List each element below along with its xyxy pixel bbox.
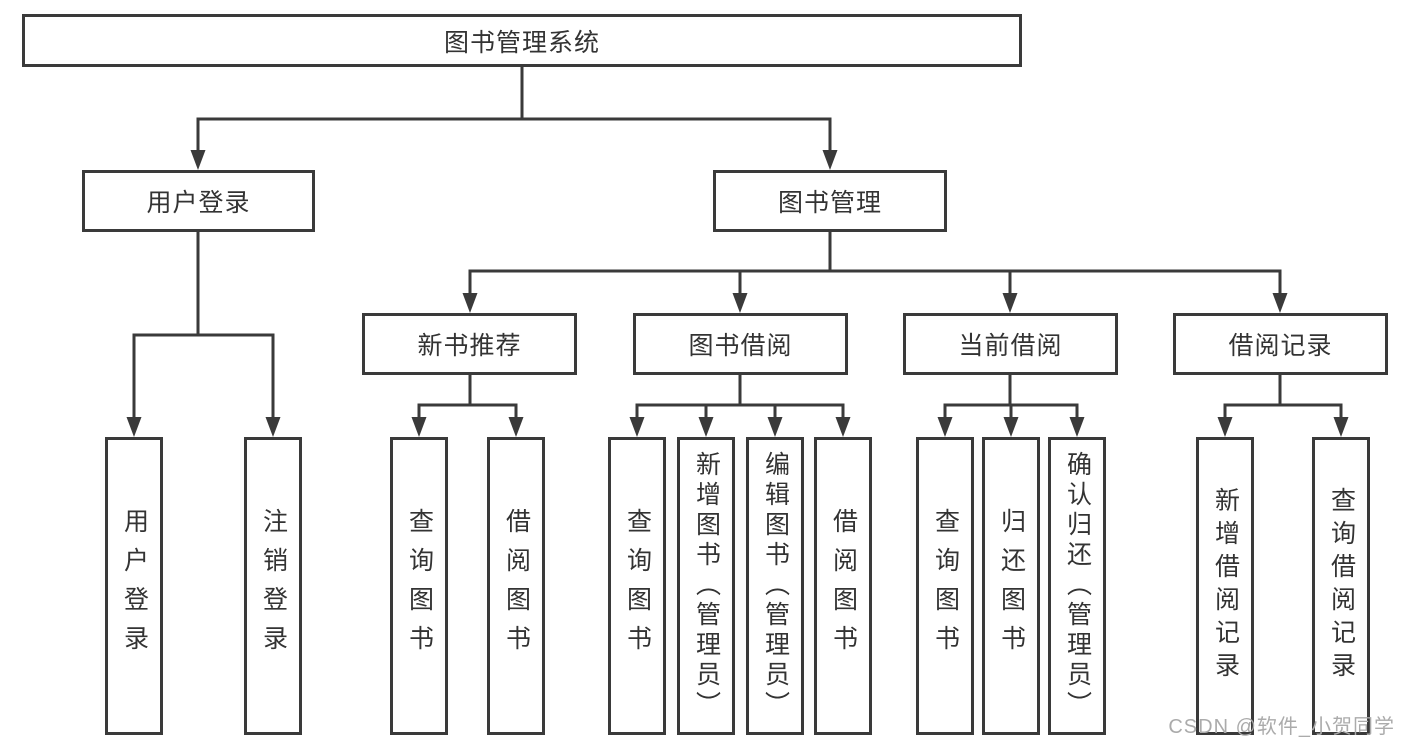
node-label: 归还图书	[997, 508, 1026, 664]
node-label: 用户登录	[120, 508, 149, 664]
node-label: 图书管理系统	[443, 28, 600, 57]
leaf-current-return-books: 归还图书	[982, 437, 1040, 735]
leaf-current-confirm-return-admin: 确认归还（管理员）	[1048, 437, 1106, 735]
node-label: 查询图书	[623, 508, 652, 664]
node-book-borrowing: 图书借阅	[633, 313, 848, 375]
node-label: 用户登录	[146, 189, 251, 217]
node-label: 新增图书（管理员）	[692, 451, 721, 721]
arrowhead-icons	[126, 150, 1349, 437]
leaf-recommend-query-books: 查询图书	[390, 437, 448, 735]
node-label: 查询图书	[931, 508, 960, 664]
leaf-records-query-record: 查询借阅记录	[1312, 437, 1370, 735]
node-book-management: 图书管理	[713, 170, 947, 232]
leaf-user-login: 用户登录	[105, 437, 163, 735]
node-label: 图书借阅	[688, 332, 793, 360]
leaf-records-add-record: 新增借阅记录	[1196, 437, 1254, 735]
node-root: 图书管理系统	[22, 14, 1022, 67]
node-label: 图书管理	[777, 189, 882, 217]
node-new-book-recommendation: 新书推荐	[362, 313, 577, 375]
node-user-login: 用户登录	[82, 170, 315, 232]
node-label: 借阅图书	[829, 508, 858, 664]
node-borrowing-records: 借阅记录	[1173, 313, 1388, 375]
node-label: 编辑图书（管理员）	[761, 451, 790, 721]
node-label: 当前借阅	[958, 332, 1063, 360]
node-label: 查询图书	[405, 508, 434, 664]
leaf-current-query-books: 查询图书	[916, 437, 974, 735]
csdn-watermark: CSDN @软件_小贺同学	[1168, 716, 1395, 738]
leaf-borrowing-edit-books-admin: 编辑图书（管理员）	[746, 437, 804, 735]
node-label: 新书推荐	[417, 332, 522, 360]
leaf-recommend-borrow-books: 借阅图书	[487, 437, 545, 735]
node-label: 借阅图书	[502, 508, 531, 664]
node-label: 新增借阅记录	[1211, 487, 1240, 685]
node-label: 注销登录	[259, 508, 288, 664]
node-current-borrowing: 当前借阅	[903, 313, 1118, 375]
leaf-borrowing-borrow-books: 借阅图书	[814, 437, 872, 735]
leaf-borrowing-add-books-admin: 新增图书（管理员）	[677, 437, 735, 735]
node-label: 查询借阅记录	[1327, 487, 1356, 685]
node-label: 确认归还（管理员）	[1063, 451, 1092, 721]
leaf-borrowing-query-books: 查询图书	[608, 437, 666, 735]
leaf-logout: 注销登录	[244, 437, 302, 735]
node-label: 借阅记录	[1228, 332, 1333, 360]
